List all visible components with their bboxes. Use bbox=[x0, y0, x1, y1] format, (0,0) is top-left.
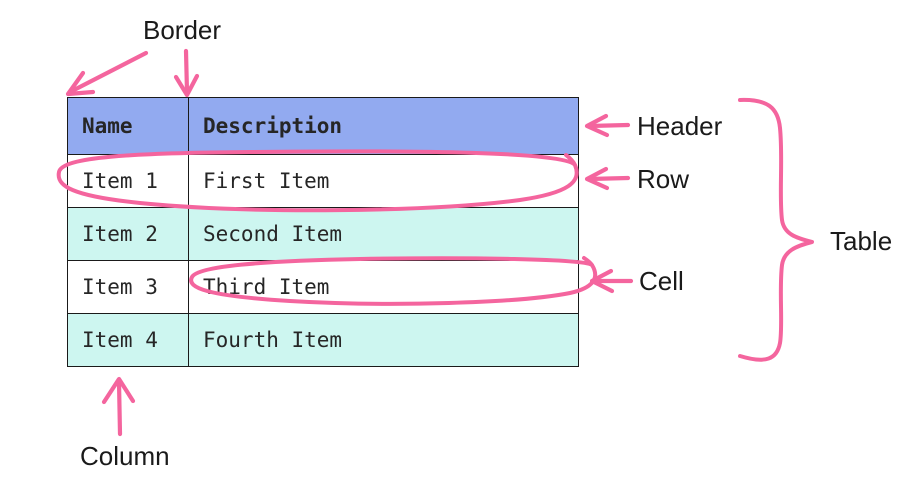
table-header-row: Name Description bbox=[67, 97, 579, 155]
header-cell-name: Name bbox=[67, 97, 189, 155]
demo-table-container: Name Description Item 1 First Item Item … bbox=[67, 97, 579, 367]
row-left-arrow-icon bbox=[584, 166, 631, 191]
cell-description: Fourth Item bbox=[188, 313, 579, 367]
annotation-label-row: Row bbox=[637, 164, 690, 194]
table-row: Item 2 Second Item bbox=[67, 207, 579, 261]
header-cell-description: Description bbox=[188, 97, 579, 155]
annotation-label-column: Column bbox=[80, 441, 170, 471]
cell-description: Second Item bbox=[188, 207, 579, 261]
annotation-label-header: Header bbox=[637, 111, 723, 141]
border-vertical-arrow-icon bbox=[173, 48, 200, 98]
cell-description: First Item bbox=[188, 154, 579, 208]
cell-name: Item 3 bbox=[67, 260, 189, 314]
table-row: Item 1 First Item bbox=[67, 154, 579, 208]
column-up-arrow-icon bbox=[101, 376, 136, 437]
table-row: Item 4 Fourth Item bbox=[67, 313, 579, 367]
cell-left-arrow-icon bbox=[589, 268, 634, 294]
table-curly-brace-icon bbox=[738, 97, 814, 362]
cell-name: Item 2 bbox=[67, 207, 189, 261]
cell-description: Third Item bbox=[188, 260, 579, 314]
table-row: Item 3 Third Item bbox=[67, 260, 579, 314]
cell-name: Item 4 bbox=[67, 313, 189, 367]
cell-name: Item 1 bbox=[67, 154, 189, 208]
table-header: Name Description bbox=[67, 97, 579, 155]
annotation-label-cell: Cell bbox=[639, 266, 684, 296]
table-body: Item 1 First Item Item 2 Second Item Ite… bbox=[67, 154, 579, 367]
annotation-label-table: Table bbox=[830, 226, 893, 256]
annotation-label-border: Border bbox=[143, 15, 222, 45]
header-left-arrow-icon bbox=[584, 113, 631, 138]
demo-table: Name Description Item 1 First Item Item … bbox=[67, 97, 579, 367]
border-diagonal-arrow-icon bbox=[65, 50, 149, 97]
